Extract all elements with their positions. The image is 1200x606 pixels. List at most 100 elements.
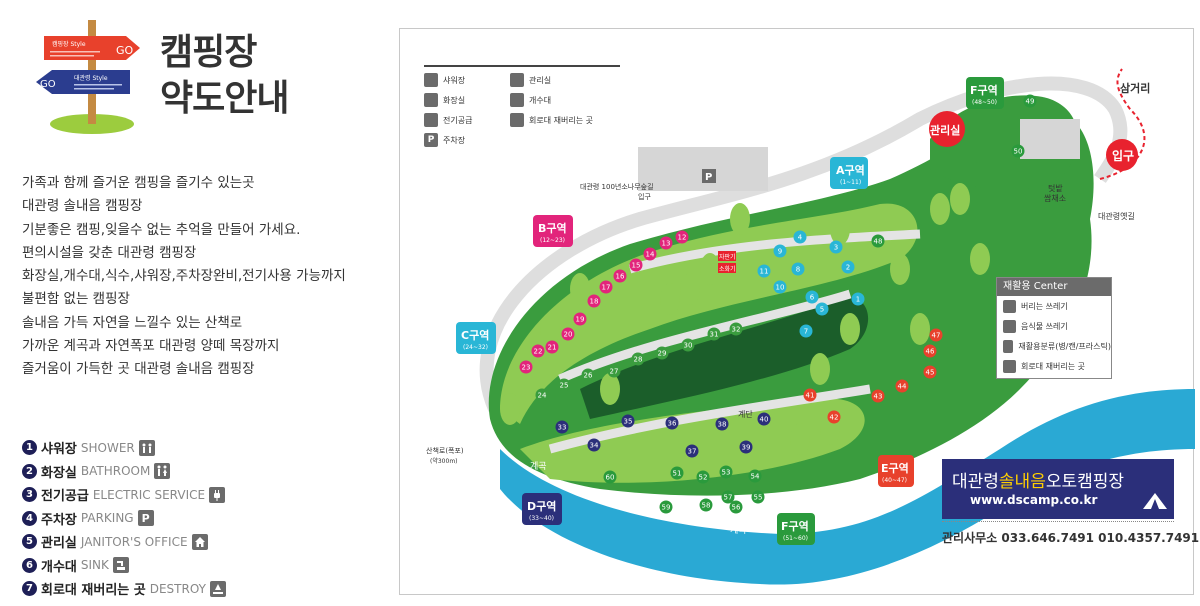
campsite-marker: 39 <box>739 440 753 454</box>
campsite-marker: 20 <box>561 327 575 341</box>
campsite-dot <box>871 234 885 248</box>
campsite-number: 24 <box>538 392 547 400</box>
campsite-number: 19 <box>576 316 585 324</box>
campsite-number: 26 <box>584 372 593 380</box>
entrance-label: 입구 <box>1112 149 1134 163</box>
campsite-number: 39 <box>742 444 751 452</box>
parking-sign-label: P <box>705 172 712 183</box>
recycle-row-label: 회로대 재버리는 곳 <box>1021 361 1085 371</box>
campsite-marker: 13 <box>659 236 673 250</box>
signpost-illustration: 캠핑장 Style GO 대관령 Style GO <box>36 20 140 134</box>
campsite-marker: 43 <box>871 389 885 403</box>
campsite-marker: 57 <box>721 490 735 504</box>
campsite-dot <box>1011 144 1025 158</box>
inner-road-2 <box>548 384 871 454</box>
campsite-marker: 50 <box>1011 144 1025 158</box>
map-legend-label: 주차장 <box>443 135 466 145</box>
campsite-dot <box>871 389 885 403</box>
sign-red-title: 캠핑장 Style <box>52 40 86 48</box>
campsite-number: 7 <box>804 328 808 336</box>
campsite-number: 37 <box>688 448 697 456</box>
campsite-dot <box>923 365 937 379</box>
brand-box: 대관령솔내음오토캠핑장 www.dscamp.co.kr <box>942 459 1174 519</box>
campsite-dot <box>793 230 807 244</box>
campsite-marker: 28 <box>631 352 645 366</box>
campsite-dot <box>557 378 571 392</box>
campsite-marker: 2 <box>841 260 855 274</box>
campsite-number: 15 <box>632 262 641 270</box>
campsite-dot <box>805 290 819 304</box>
campsite-number: 23 <box>522 364 531 372</box>
valley-label-1: 계곡 <box>530 460 547 472</box>
brand-url[interactable]: www.dscamp.co.kr <box>970 493 1098 507</box>
left-panel: 캠핑장 Style GO 대관령 Style GO 캠핑장 약도안내 가족과 함… <box>0 0 400 606</box>
campsite-dot <box>655 346 669 360</box>
campsite-marker: 45 <box>923 365 937 379</box>
campsite-number: 12 <box>678 234 687 242</box>
campsite-dot <box>757 264 771 278</box>
zone-badge-c: C구역 (24~32) <box>456 322 496 354</box>
recycle-center-box: 재활용 Center 버리는 쓰레기 음식물 쓰레기 재활용분류(병/캔/프라스… <box>996 277 1112 379</box>
brand-divider <box>942 521 1174 522</box>
zone-c-range: (24~32) <box>463 344 488 351</box>
campsite-marker: 9 <box>773 244 787 258</box>
zone-badge-d: D구역 (33~40) <box>522 493 562 525</box>
forest-road-label: 대관령 100년소나무숲길 <box>580 182 654 191</box>
campsite-marker: 35 <box>621 414 635 428</box>
map-legend-shower: 샤워장 <box>424 73 465 87</box>
zone-a-name: A구역 <box>836 163 865 177</box>
campsite-marker: 17 <box>599 280 613 294</box>
campsite-marker: 56 <box>729 500 743 514</box>
intro-line: 가까운 계곡과 자연폭포 대관령 양떼 목장까지 <box>22 338 280 355</box>
campsite-marker: 3 <box>829 240 843 254</box>
campsite-dot <box>665 416 679 430</box>
campsite-number: 55 <box>754 494 763 502</box>
legend-en: SINK <box>80 558 109 573</box>
legend-en: SHOWER <box>80 440 135 455</box>
sink-icon <box>112 557 129 574</box>
campsite-dot <box>675 230 689 244</box>
shower-icon <box>424 73 438 87</box>
campsite-number: 4 <box>798 234 803 242</box>
campsite-number: 33 <box>558 424 567 432</box>
legend-number: 5 <box>22 534 37 550</box>
valley-label-2: 계곡 <box>730 524 747 536</box>
intro-line: 기분좋은 캠핑,잊을수 없는 추억을 만들어 가세요. <box>22 221 301 238</box>
campsite-dot <box>721 490 735 504</box>
campsite-number: 5 <box>820 306 824 314</box>
campsite-dot <box>829 240 843 254</box>
campsite-number: 46 <box>926 348 935 356</box>
campsite-dot <box>629 258 643 272</box>
legend-item-sink: 6 개수대 SINK <box>22 554 226 578</box>
campsite-number: 3 <box>834 244 838 252</box>
zone-d-range: (33~40) <box>529 515 554 522</box>
campsite-marker: 54 <box>748 469 762 483</box>
campsite-marker: 27 <box>607 364 621 378</box>
campsite-dot <box>748 469 762 483</box>
grass-light-north <box>500 203 918 424</box>
parking-icon: P <box>137 510 154 527</box>
campsite-marker: 46 <box>923 344 937 358</box>
campsite-number: 52 <box>699 474 708 482</box>
map-legend-divider <box>424 65 620 67</box>
campsite-marker: 36 <box>665 416 679 430</box>
recycle-title: 재활용 Center <box>997 278 1111 296</box>
intro-text: 가족과 함께 즐거운 캠핑을 즐기수 있는곳 대관령 솔내음 캠핑장 기분좋은 … <box>22 172 392 382</box>
map-legend-label: 전기공급 <box>443 115 473 125</box>
legend-item-bathroom: 2 화장실 BATHROOM <box>22 460 226 484</box>
recycle-row: 음식물 쓰레기 <box>997 316 1111 336</box>
map-legend-label: 샤워장 <box>443 75 466 85</box>
campsite-marker: 14 <box>643 247 657 261</box>
campsite-marker: 10 <box>773 280 787 294</box>
campsite-number: 13 <box>662 240 671 248</box>
title-line-1: 캠핑장 <box>160 32 257 73</box>
zone-b-name: B구역 <box>538 221 567 235</box>
campsite-marker: 38 <box>715 417 729 431</box>
zone-a-range: (1~11) <box>840 179 861 186</box>
campsite-number: 20 <box>564 331 573 339</box>
garden-label-2: 쌈채소 <box>1044 193 1066 203</box>
campsite-number: 6 <box>810 294 815 302</box>
campsite-number: 43 <box>874 393 883 401</box>
campsite-marker: 24 <box>535 388 549 402</box>
legend-ko: 관리실 <box>41 536 77 552</box>
